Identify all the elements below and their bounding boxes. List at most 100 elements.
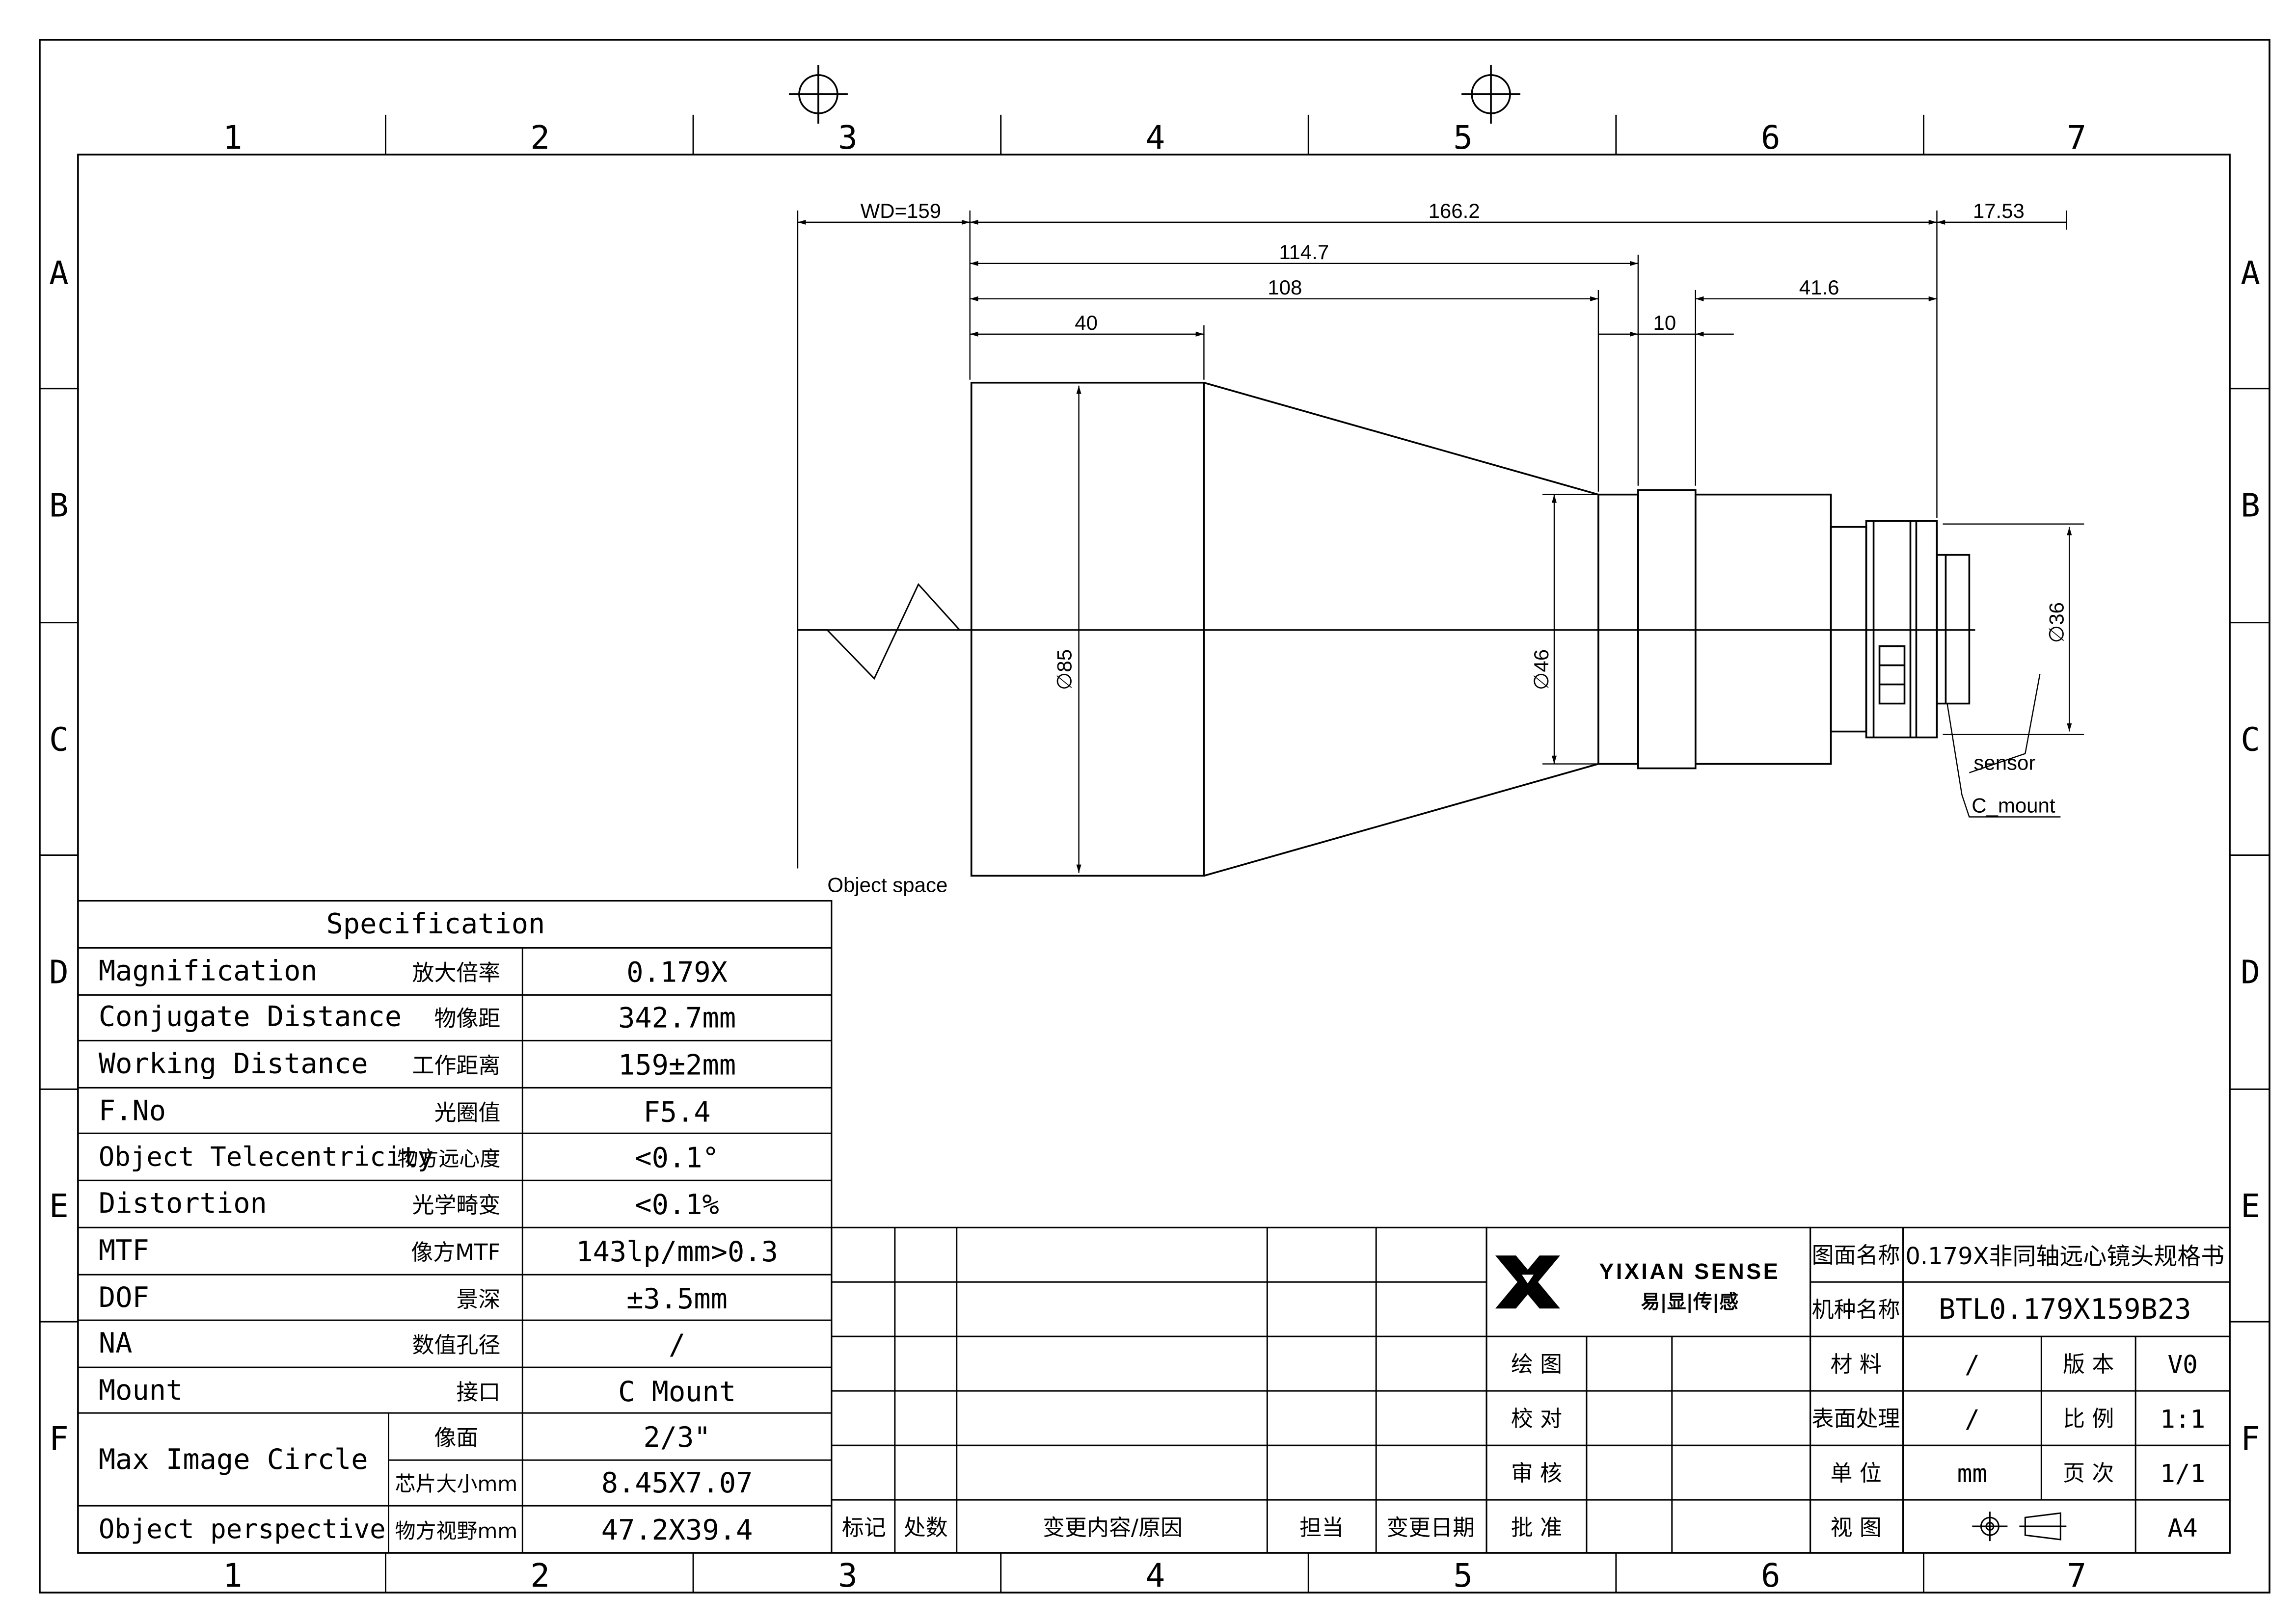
- taper-bottom: [1203, 763, 1599, 877]
- revision-header: 担当: [1299, 1515, 1344, 1541]
- spec-en-label: MTF: [99, 1234, 149, 1267]
- break-line: [797, 583, 960, 680]
- spec-value: <0.1°: [635, 1142, 719, 1174]
- row-label-right: C: [2241, 721, 2260, 759]
- info-label: 材 料: [1830, 1351, 1881, 1377]
- row-label-right: F: [2241, 1420, 2260, 1458]
- dim-wd: WD=159: [861, 199, 941, 222]
- spec-cn-label: 工作距离: [412, 1052, 500, 1078]
- dimension-lines: [797, 210, 2084, 873]
- dim-10: 10: [1653, 311, 1676, 334]
- spec-cn-label: 芯片大小mm: [395, 1472, 518, 1496]
- lock-screw: [1878, 645, 1906, 705]
- spec-value: 159±2mm: [618, 1049, 736, 1081]
- revision-header: 标记: [842, 1515, 886, 1541]
- spec-en-label: Max Image Circle: [99, 1443, 368, 1476]
- info-value: mm: [1957, 1460, 1987, 1489]
- col-label-bottom: 7: [2067, 1557, 2086, 1595]
- info-label: 比 例: [2063, 1406, 2114, 1432]
- spec-cn-label: 像面: [434, 1425, 478, 1451]
- spec-cn-label: 物方远心度: [398, 1146, 501, 1170]
- spec-value: 143lp/mm>0.3: [576, 1236, 778, 1268]
- label-c-mount: C_mount: [1972, 794, 2055, 817]
- info-label: 页 次: [2063, 1460, 2114, 1486]
- spec-cn-label: 接口: [456, 1379, 500, 1405]
- spec-cn-label: 放大倍率: [412, 959, 500, 985]
- col-label-top: 6: [1761, 119, 1781, 157]
- info-label: 单 位: [1830, 1460, 1881, 1486]
- dim-108: 108: [1268, 276, 1302, 299]
- spec-value: ±3.5mm: [626, 1283, 728, 1315]
- logo-cn: 易|显|传|感: [1641, 1291, 1739, 1313]
- spec-value: 47.2X39.4: [601, 1514, 753, 1546]
- row-label-right: A: [2241, 254, 2260, 292]
- col-label-bottom: 3: [838, 1557, 858, 1595]
- col-label-top: 1: [223, 119, 243, 157]
- dim-114: 114.7: [1279, 240, 1329, 264]
- info-label: 版 本: [2063, 1351, 2114, 1377]
- spec-en-label: DOF: [99, 1281, 149, 1314]
- revision-header: 变更日期: [1386, 1515, 1475, 1541]
- drawing-name: 0.179X非同轴远心镜头规格书: [1905, 1243, 2224, 1270]
- company-logo: YIXIAN SENSE 易|显|传|感: [1495, 1255, 1780, 1313]
- col-label-top: 3: [838, 119, 858, 157]
- spec-cn-label: 像方MTF: [411, 1239, 500, 1265]
- spec-table-grid: [77, 900, 833, 1554]
- sign-label: 批 准: [1511, 1515, 1562, 1541]
- revision-header: 变更内容/原因: [1043, 1515, 1183, 1541]
- grid-labels: 1 2 3 4 5 6 7 1 2 3 4 5 6 7 A B C D E F …: [49, 119, 2260, 1595]
- col-label-bottom: 5: [1453, 1557, 1473, 1595]
- col-label-bottom: 6: [1761, 1557, 1781, 1595]
- taper-top: [1203, 382, 1599, 496]
- sign-label: 校 对: [1511, 1406, 1562, 1432]
- spec-en-label: F.No: [99, 1094, 166, 1127]
- row-label-right: E: [2241, 1187, 2260, 1225]
- info-value: /: [1965, 1351, 1980, 1380]
- spec-title: Specification: [326, 907, 545, 940]
- sheet-size: A4: [2167, 1514, 2197, 1543]
- label-sensor: sensor: [1973, 751, 2035, 774]
- title-block-grid: [831, 1226, 2231, 1554]
- sign-label: 绘 图: [1511, 1351, 1562, 1377]
- spec-cn-label: 物方视野mm: [395, 1519, 518, 1543]
- drawing-frame: [39, 39, 2270, 1594]
- row-label-right: D: [2241, 953, 2260, 991]
- row-label-left: E: [49, 1187, 69, 1225]
- spec-en-label: Distortion: [99, 1187, 267, 1220]
- sign-label: 审 核: [1511, 1460, 1562, 1486]
- dim-40: 40: [1075, 311, 1098, 334]
- col-label-bottom: 2: [530, 1557, 550, 1595]
- row-label-left: D: [49, 953, 69, 991]
- model-name: BTL0.179X159B23: [1939, 1293, 2191, 1326]
- lens-outline: [797, 381, 1975, 877]
- info-label: 表面处理: [1812, 1406, 1900, 1432]
- dim-41: 41.6: [1799, 276, 1839, 299]
- spec-cn-label: 光圈值: [434, 1099, 500, 1125]
- logo-brand: YIXIAN SENSE: [1599, 1259, 1780, 1284]
- spec-cn-label: 景深: [456, 1286, 500, 1312]
- spec-value: 8.45X7.07: [601, 1467, 753, 1499]
- x-mark-icon: [1495, 1255, 1560, 1309]
- spec-value: C Mount: [618, 1376, 736, 1408]
- label-object-space: Object space: [827, 873, 947, 896]
- col-label-top: 7: [2067, 119, 2086, 157]
- spec-cn-label: 光学畸变: [412, 1192, 500, 1218]
- dim-flange: 17.53: [1973, 199, 2025, 222]
- view-label: 视 图: [1830, 1515, 1881, 1541]
- info-table: 图面名称 0.179X非同轴远心镜头规格书 机种名称 BTL0.179X159B…: [1812, 1242, 2225, 1543]
- model-label: 机种名称: [1812, 1297, 1900, 1323]
- spec-en-label: Working Distance: [99, 1047, 368, 1080]
- info-value: 1/1: [2160, 1460, 2205, 1489]
- dim-overall: 166.2: [1429, 199, 1480, 222]
- row-label-left: B: [49, 487, 69, 525]
- dim-dia85: ∅85: [1053, 649, 1076, 690]
- spec-en-label: Object Telecentricity: [99, 1141, 433, 1172]
- spec-value: F5.4: [644, 1096, 711, 1128]
- spec-value: 0.179X: [626, 956, 728, 988]
- col-label-top: 5: [1453, 119, 1473, 157]
- row-label-left: A: [49, 254, 69, 292]
- spec-table: Specification Magnification 放大倍率 0.179X …: [99, 907, 778, 1546]
- spec-en-label: Conjugate Distance: [99, 1000, 402, 1033]
- spec-cn-label: 数值孔径: [412, 1332, 500, 1358]
